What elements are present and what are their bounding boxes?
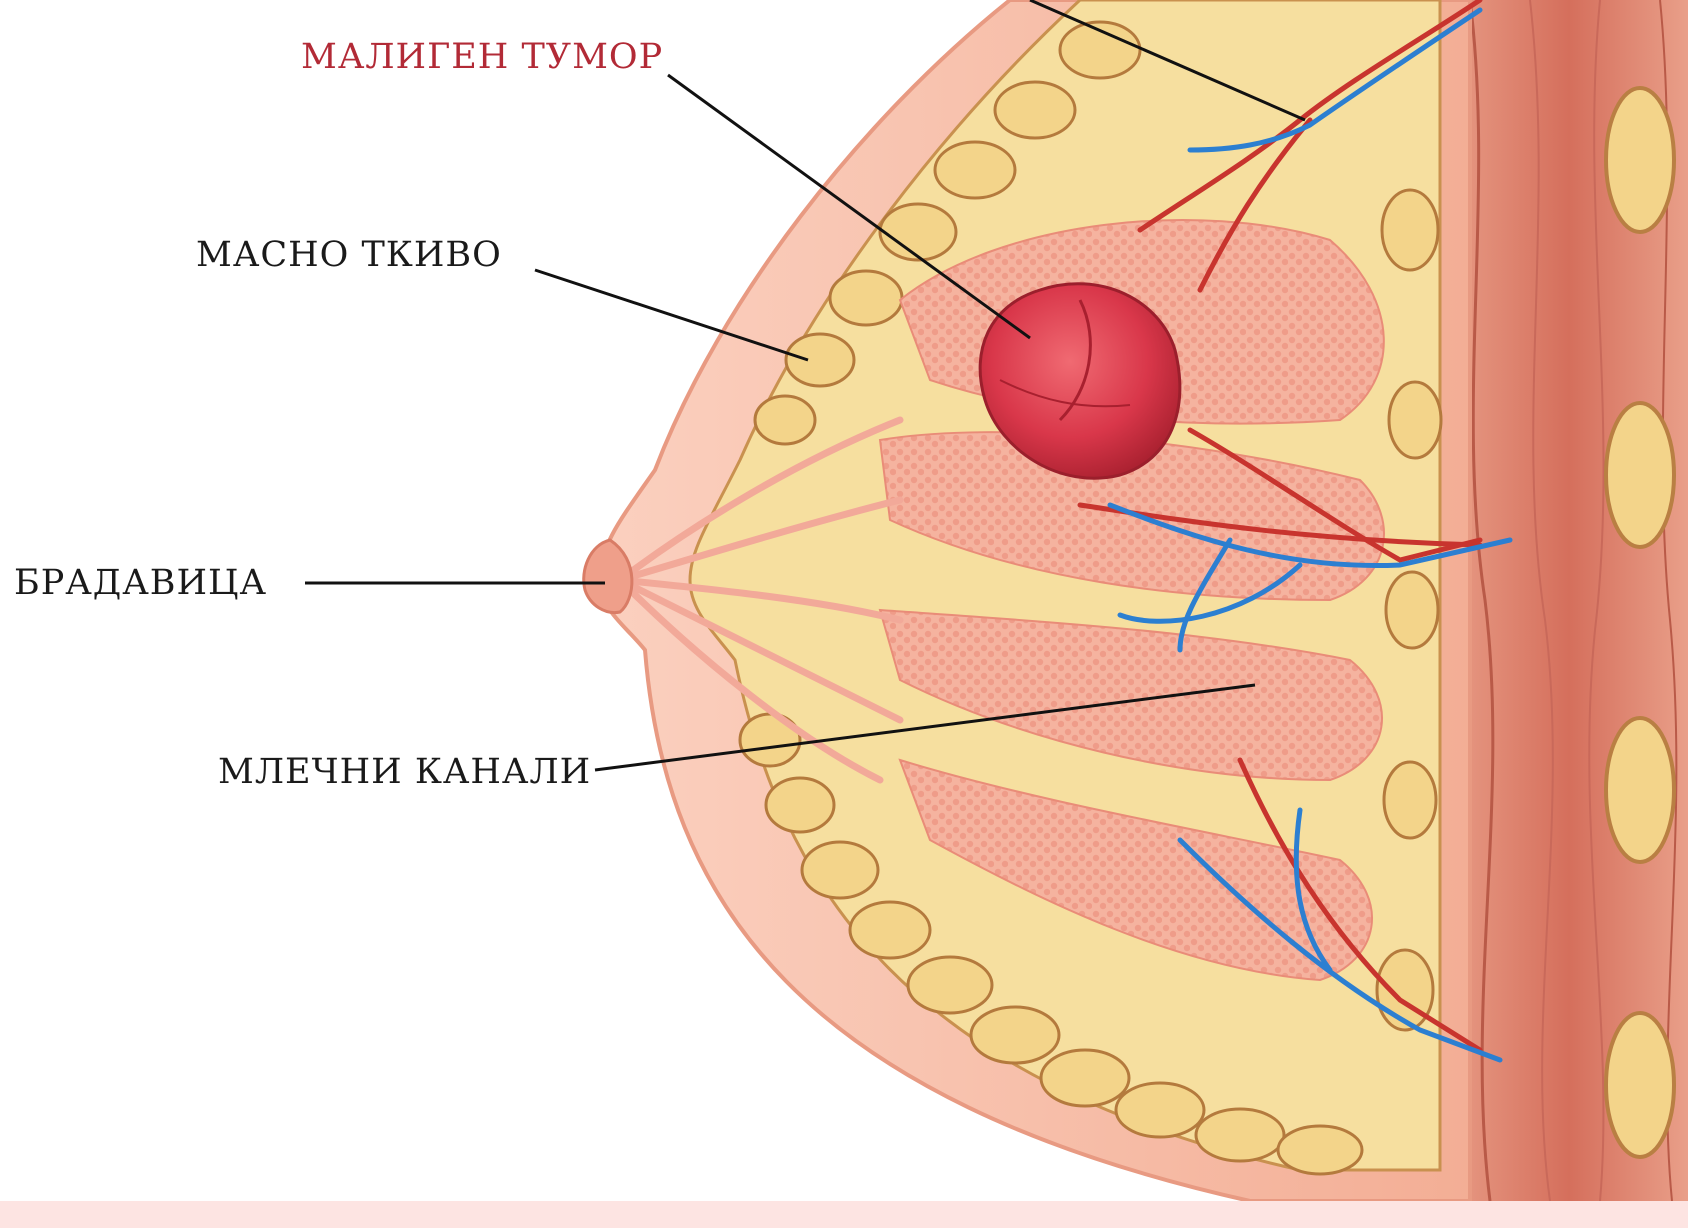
- bottom-band: [0, 1201, 1688, 1228]
- label-milk-ducts: МЛЕЧНИ КАНАЛИ: [218, 755, 591, 790]
- label-fatty-tissue: МАСНО ТКИВО: [196, 238, 502, 273]
- label-nipple: БРАДАВИЦА: [14, 566, 267, 601]
- label-malignant-tumor: МАЛИГЕН ТУМОР: [301, 40, 663, 75]
